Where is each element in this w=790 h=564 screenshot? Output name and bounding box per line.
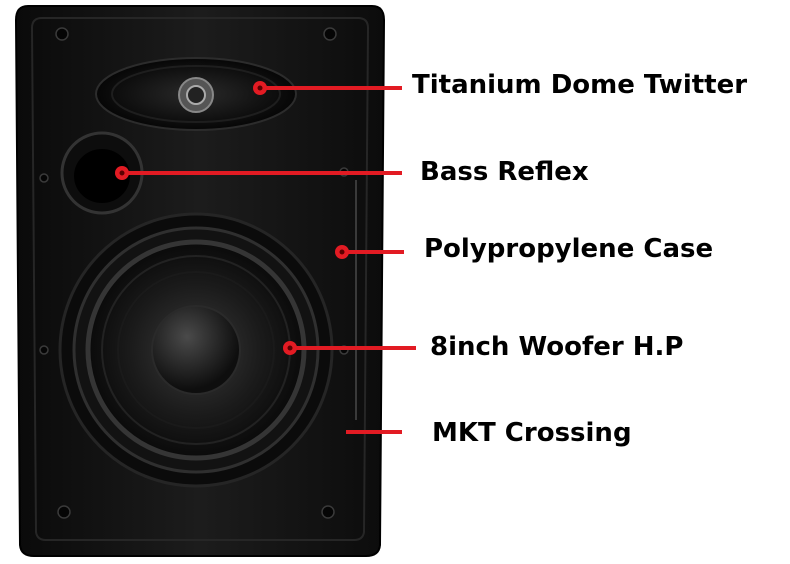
callout-dot-center-case	[339, 249, 345, 255]
callout-label-woofer: 8inch Woofer H.P	[430, 332, 684, 362]
callout-dot-center-tweeter	[257, 85, 263, 91]
bass-reflex-port	[60, 131, 144, 215]
callout-label-case: Polypropylene Case	[424, 234, 714, 264]
callout-markers	[115, 81, 416, 434]
callout-label-tweeter: Titanium Dome Twitter	[412, 70, 748, 100]
tweeter	[95, 57, 297, 131]
callout-dot-center-woofer	[287, 345, 293, 351]
callout-label-bass-reflex: Bass Reflex	[420, 157, 589, 187]
callout-dot-center-bass-reflex	[119, 170, 125, 176]
callout-label-crossover: MKT Crossing	[432, 418, 632, 448]
screws	[39, 27, 349, 519]
woofer	[58, 212, 334, 488]
